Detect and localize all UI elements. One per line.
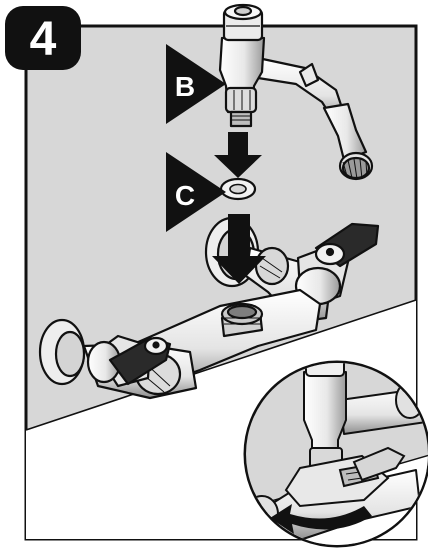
rotate-arrow-icon	[270, 504, 372, 534]
step-badge: 4	[5, 6, 81, 70]
callout-b-letter: B	[175, 71, 195, 102]
wrench-icon	[284, 446, 406, 508]
callout-c: C	[166, 152, 226, 232]
faucet-base	[38, 216, 380, 400]
down-arrow-icon	[212, 214, 266, 284]
callout-b: B	[166, 44, 226, 124]
step-number: 4	[30, 13, 57, 66]
callout-c-letter: C	[175, 180, 195, 211]
wall-floor-line	[25, 299, 417, 431]
washer	[219, 177, 257, 201]
down-arrow-icon	[214, 132, 262, 178]
valve-body	[218, 3, 374, 181]
